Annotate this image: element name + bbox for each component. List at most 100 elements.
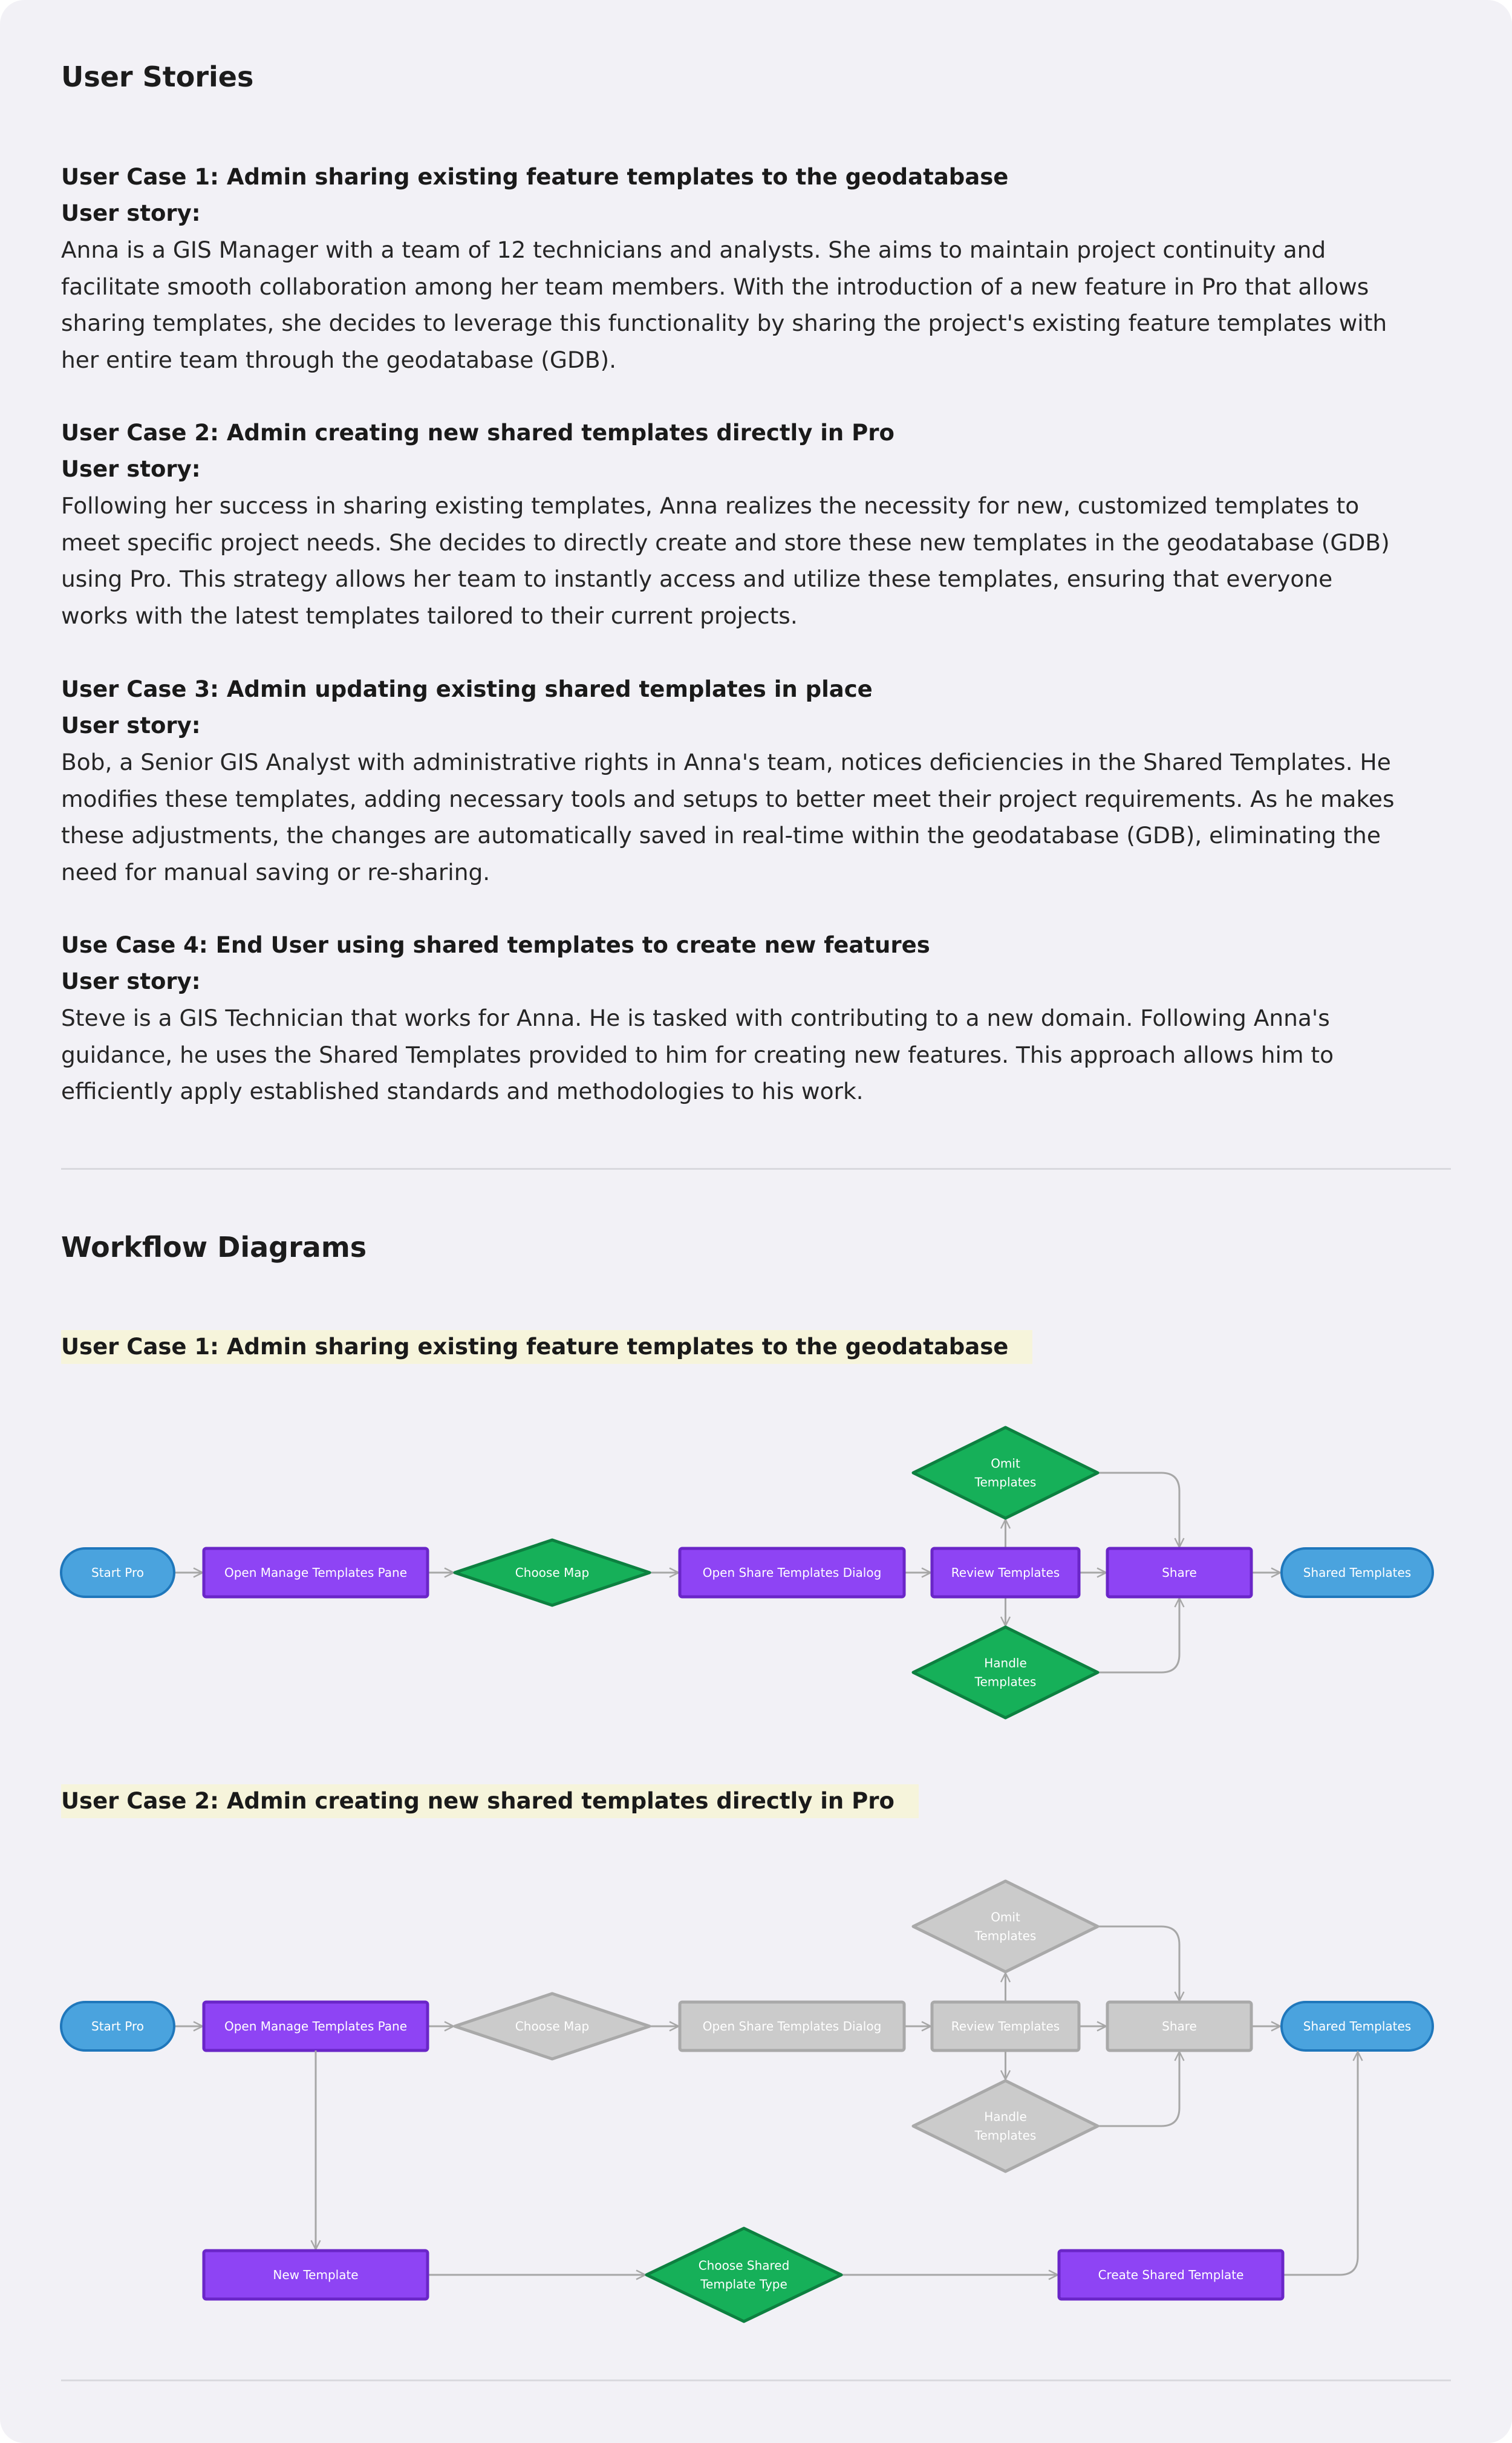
flow-connector-arrow (1283, 2052, 1358, 2276)
process-shape (1106, 2000, 1253, 2052)
diagram-1-title: User Case 1: Admin sharing existing feat… (61, 1330, 1033, 1364)
decision-shape (911, 1879, 1100, 1974)
flow-node-label: Templates (974, 1929, 1037, 1943)
user-story-title: Use Case 4: End User using shared templa… (61, 932, 930, 958)
flow-node-label: Share (1162, 1565, 1197, 1580)
terminal-shape (60, 1547, 175, 1598)
decision-shape (645, 2226, 843, 2323)
process-shape (1106, 1547, 1253, 1599)
story-line: modifies these templates, adding necessa… (61, 785, 1395, 812)
decision-shape (453, 1538, 651, 1607)
flow-node-create-shared: Create Shared Template (1057, 2249, 1285, 2301)
flow-node-label: Create Shared Template (1098, 2268, 1244, 2282)
user-story-4: Use Case 4: End User using shared templa… (61, 927, 1464, 1110)
flow-node-share: Share (1106, 1547, 1253, 1599)
flow-node-label: Handle (984, 1656, 1027, 1671)
user-story-label: User story: (61, 968, 201, 994)
story-line: facilitate smooth collaboration among he… (61, 273, 1369, 300)
flow-node-label: Omit (991, 1456, 1020, 1471)
story-line: efficiently apply established standards … (61, 1078, 864, 1104)
decision-shape (453, 1992, 651, 2061)
flow-node-label: Start Pro (91, 2019, 144, 2034)
story-line: guidance, he uses the Shared Templates p… (61, 1041, 1334, 1068)
flow-node-choose-map: Choose Map (453, 1538, 651, 1607)
section-divider (61, 1168, 1451, 1170)
user-story-title: User Case 3: Admin updating existing sha… (61, 676, 873, 702)
flow-node-new-template: New Template (202, 2249, 429, 2301)
flow-node-review: Review Templates (930, 1547, 1081, 1599)
flow-node-label: Review Templates (951, 2019, 1060, 2034)
user-story-text: Bob, a Senior GIS Analyst with administr… (61, 744, 1464, 890)
story-line: sharing templates, she decides to levera… (61, 310, 1387, 336)
flow-node-choose-map: Choose Map (453, 1992, 651, 2061)
user-story-1: User Case 1: Admin sharing existing feat… (61, 159, 1464, 378)
decision-shape (911, 1625, 1100, 1720)
story-line: meet specific project needs. She decides… (61, 529, 1390, 556)
user-story-text: Steve is a GIS Technician that works for… (61, 1000, 1464, 1110)
flow-node-shared: Shared Templates (1280, 1547, 1434, 1598)
flow-node-label: Handle (984, 2110, 1027, 2124)
flow-node-label: Choose Map (515, 1565, 589, 1580)
flow-node-label: Open Share Templates Dialog (703, 1565, 882, 1580)
user-story-label: User story: (61, 200, 201, 226)
user-story-title: User Case 1: Admin sharing existing feat… (61, 164, 1009, 190)
decision-shape (911, 2079, 1100, 2173)
flow-node-open-pane: Open Manage Templates Pane (202, 2000, 429, 2052)
story-line: using Pro. This strategy allows her team… (61, 566, 1333, 592)
user-story-text: Anna is a GIS Manager with a team of 12 … (61, 232, 1464, 378)
flow-node-label: Open Manage Templates Pane (224, 1565, 407, 1580)
user-story-text: Following her success in sharing existin… (61, 488, 1464, 634)
flow-node-label: Shared Templates (1303, 1565, 1411, 1580)
terminal-shape (1280, 1547, 1434, 1598)
flow-node-share: Share (1106, 2000, 1253, 2052)
workflow-diagrams-heading: Workflow Diagrams (61, 1231, 367, 1264)
flow-node-open-pane: Open Manage Templates Pane (202, 1547, 429, 1599)
flow-node-start: Start Pro (60, 1547, 175, 1598)
flow-node-open-dialog: Open Share Templates Dialog (678, 2000, 906, 2052)
workflow-diagram-1: Start Pro Open Manage Templates Pane Choos… (0, 1409, 1512, 1736)
story-line: Steve is a GIS Technician that works for… (61, 1005, 1330, 1031)
flow-diagram-1-canvas: Start Pro Open Manage Templates Pane Choos… (60, 1426, 1434, 1720)
user-story-2: User Case 2: Admin creating new shared t… (61, 415, 1464, 634)
flow-connector-arrow (1098, 1472, 1179, 1547)
flow-node-open-dialog: Open Share Templates Dialog (678, 1547, 906, 1599)
flow-node-start: Start Pro (60, 2001, 175, 2052)
flow-node-label: Open Share Templates Dialog (703, 2019, 882, 2034)
flow-node-label: Choose Map (515, 2019, 589, 2034)
flow-node-label: Open Manage Templates Pane (224, 2019, 407, 2034)
story-line: Anna is a GIS Manager with a team of 12 … (61, 236, 1326, 263)
user-stories-heading: User Stories (61, 60, 254, 93)
story-line: works with the latest templates tailored… (61, 602, 798, 629)
flow-node-shared: Shared Templates (1280, 2001, 1434, 2052)
user-story-3: User Case 3: Admin updating existing sha… (61, 671, 1464, 890)
flow-node-label: Omit (991, 1910, 1020, 1925)
user-story-title: User Case 2: Admin creating new shared t… (61, 420, 894, 446)
process-shape (930, 1547, 1081, 1599)
flow-connector-arrow (1098, 1925, 1179, 2001)
user-story-label: User story: (61, 456, 201, 482)
flow-node-label: Templates (974, 1675, 1037, 1689)
story-line: Bob, a Senior GIS Analyst with administr… (61, 749, 1391, 775)
flow-node-label: Review Templates (951, 1565, 1060, 1580)
diagram-2-title: User Case 2: Admin creating new shared t… (61, 1784, 919, 1818)
terminal-shape (1280, 2001, 1434, 2052)
process-shape (930, 2000, 1081, 2052)
story-line: need for manual saving or re-sharing. (61, 858, 490, 886)
process-shape (202, 2249, 429, 2301)
flow-node-label: Templates (974, 2128, 1037, 2143)
process-shape (1057, 2249, 1285, 2301)
story-line: Following her success in sharing existin… (61, 492, 1360, 519)
flow-node-label: New Template (273, 2268, 358, 2282)
process-shape (678, 1547, 906, 1599)
flow-node-label: Start Pro (91, 1565, 144, 1580)
section-divider (61, 2379, 1451, 2381)
story-line: her entire team through the geodatabase … (61, 346, 617, 373)
